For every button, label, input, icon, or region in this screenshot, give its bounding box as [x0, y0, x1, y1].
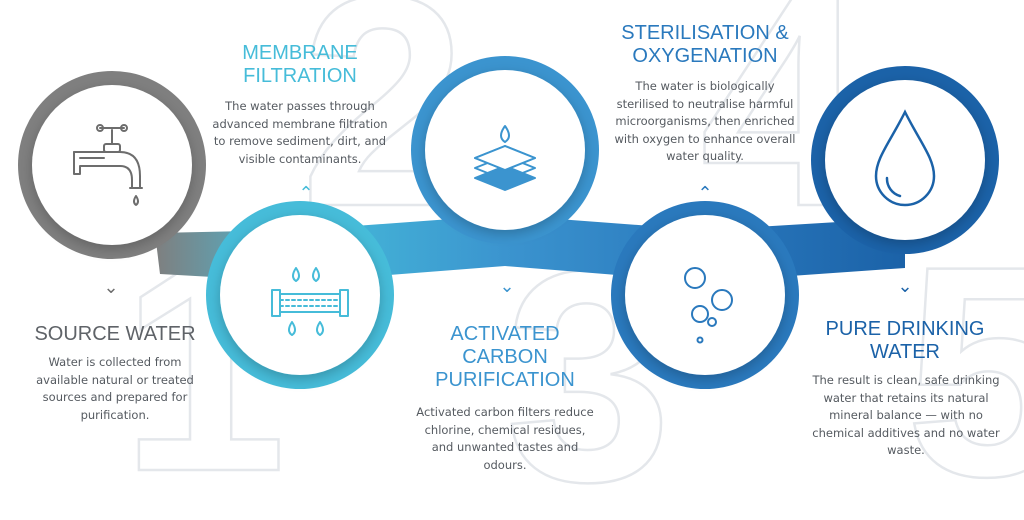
faucet-icon — [73, 124, 143, 206]
step-4-description: The water is biologically sterilised to … — [614, 79, 796, 163]
step-4-disc — [625, 215, 785, 375]
step-5-description: The result is clean, safe drinking water… — [812, 373, 1000, 457]
water-drop-icon — [874, 109, 936, 207]
step-1-title-text: SOURCE WATER — [34, 323, 196, 345]
step-1-description: Water is collected from available natura… — [36, 355, 194, 422]
membrane-filter-icon — [271, 267, 349, 336]
step-3-chevron-down-icon: ⌄ — [499, 276, 515, 297]
step-1-title: SOURCE WATER — [20, 323, 210, 346]
step-2-title: MEMBRANE FILTRATION — [195, 42, 405, 88]
oxygen-bubbles-icon — [684, 267, 733, 344]
step-4-title-line-2: OXYGENATION — [632, 45, 778, 67]
step-4-title-line-1: STERILISATION & — [621, 22, 789, 44]
step-2-description: The water passes through advanced membra… — [212, 99, 388, 166]
step-5-title-line-1: PURE DRINKING — [825, 318, 985, 340]
step-3-title-line-2: CARBON — [462, 346, 548, 368]
step-2-chevron-up-icon: ⌃ — [298, 183, 314, 204]
step-5-disc — [825, 80, 985, 240]
step-4-chevron-up-icon: ⌃ — [697, 183, 713, 204]
step-3-title-line-3: PURIFICATION — [435, 369, 575, 391]
step-5-chevron-down-icon: ⌄ — [897, 276, 913, 297]
step-2-title-line-2: FILTRATION — [243, 65, 357, 87]
step-3-title-line-1: ACTIVATED — [450, 323, 560, 345]
step-5-number: 5 — [905, 203, 1024, 520]
step-5-title: PURE DRINKING WATER — [800, 318, 1010, 364]
step-3-title: ACTIVATED CARBON PURIFICATION — [400, 323, 610, 392]
step-3-description: Activated carbon filters reduce chlorine… — [416, 405, 594, 472]
step-2-title-line-1: MEMBRANE — [242, 42, 358, 64]
step-5-title-line-2: WATER — [870, 341, 940, 363]
carbon-layers-icon — [474, 125, 536, 191]
step-4-title: STERILISATION & OXYGENATION — [600, 22, 810, 68]
step-1-chevron-down-icon: ⌄ — [103, 277, 119, 298]
